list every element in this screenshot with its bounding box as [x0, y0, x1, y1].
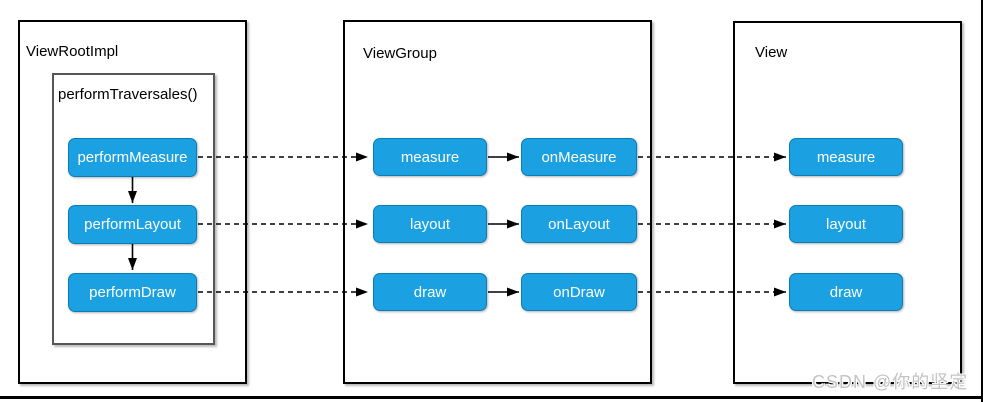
panel-title-view: View: [755, 44, 788, 61]
bottom-rule: [0, 396, 983, 399]
node-perform-layout: performLayout: [68, 205, 197, 244]
node-on-draw: onDraw: [521, 273, 637, 311]
node-view-measure: measure: [789, 138, 903, 176]
right-edge-rule: [981, 0, 983, 402]
node-perform-measure: performMeasure: [68, 138, 197, 177]
node-on-layout: onLayout: [521, 205, 637, 243]
node-perform-draw: performDraw: [68, 273, 197, 312]
node-viewgroup-measure: measure: [373, 138, 487, 176]
panel-title-viewgroup: ViewGroup: [363, 45, 437, 62]
node-viewgroup-draw: draw: [373, 273, 487, 311]
node-view-draw: draw: [789, 273, 903, 311]
panel-viewgroup: [343, 20, 652, 384]
node-on-measure: onMeasure: [521, 138, 637, 176]
panel-view: [733, 21, 962, 384]
node-view-layout: layout: [789, 205, 903, 243]
perform-traversals-label: performTraversales(): [58, 86, 198, 103]
panel-title-viewrootimpl: ViewRootImpl: [26, 43, 119, 60]
node-viewgroup-layout: layout: [373, 205, 487, 243]
csdn-watermark: CSDN @你的坚定: [812, 372, 969, 392]
